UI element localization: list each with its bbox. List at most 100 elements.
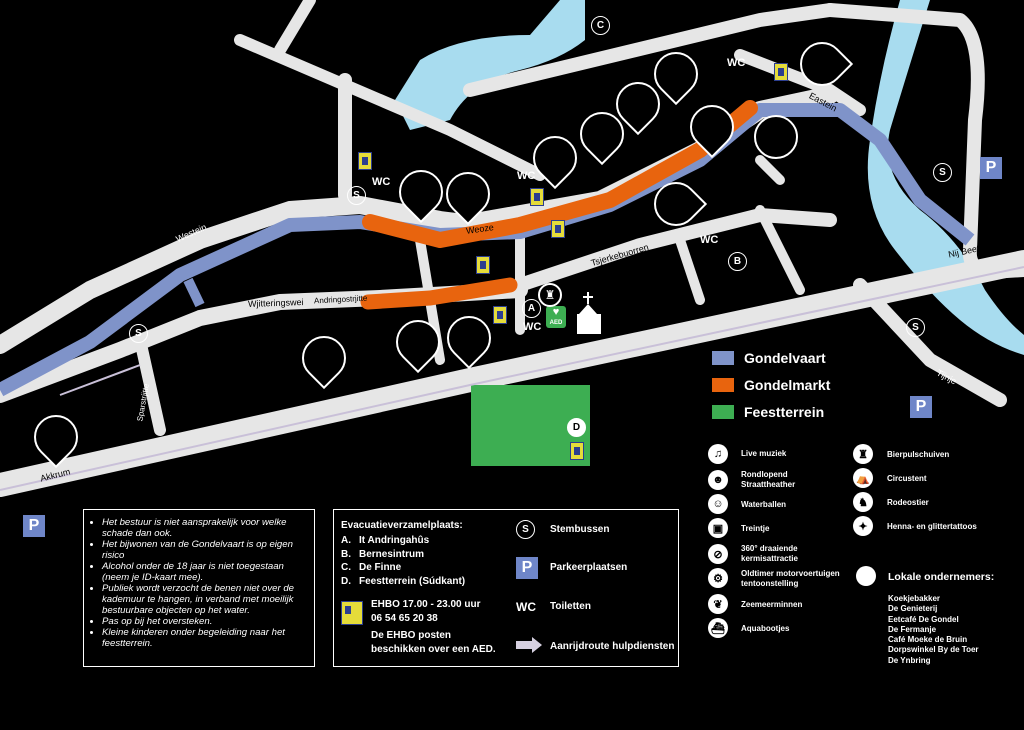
ehbo-line3: De EHBO posten (371, 630, 452, 641)
notice-item: Alcohol onder de 18 jaar is niet toegest… (102, 561, 308, 583)
theater-icon: ☻ (708, 470, 728, 490)
street-label-wjitteringswei: Wjitteringswei (247, 297, 304, 309)
evac-marker-d: D (567, 418, 586, 437)
evacuation-title: Evacuatieverzamelplaats: (341, 520, 463, 531)
tattoo-icon: ✦ (853, 516, 873, 536)
entrepreneur-item: De Fermanje (888, 624, 937, 634)
evac-marker-a: A (522, 299, 541, 318)
ehbo-marker-4 (476, 256, 490, 274)
road-cross-4 (755, 205, 805, 295)
motorcycle-icon: ⚙ (708, 568, 728, 588)
poi-legend-right: ♜ Bierpulschuiven ⛺ Circustent ♞ Rodeost… (853, 444, 1003, 544)
road-main-south (0, 250, 1024, 497)
notice-item: Het bijwonen van de Gondelvaart is op ei… (102, 539, 308, 561)
entrepreneur-item: Café Moeke de Bruin (888, 635, 968, 645)
evacuation-item: A.It Andringahûs (341, 535, 430, 546)
ehbo-text: EHBO 17.00 - 23.00 uur 06 54 65 20 38 De… (371, 598, 496, 656)
gondelmarkt-swatch (712, 378, 734, 392)
rodeo-bull-icon: ♞ (853, 492, 873, 512)
road-east-loop (823, 3, 1024, 279)
feestterrein-swatch (712, 405, 734, 419)
entrepreneur-item: Koekjebakker (888, 594, 941, 603)
entrepreneur-item: Eetcafé De Gondel (888, 614, 959, 624)
parking-marker-1: P (980, 157, 1002, 179)
local-entrepreneurs-icon (856, 566, 876, 586)
ehbo-marker-7 (570, 442, 584, 460)
aanrijdroute-lines (0, 266, 1024, 491)
arrow-head-icon (532, 637, 542, 653)
evacuation-item: D.Feestterrein (Súdkant) (341, 575, 466, 587)
poi-label-waterball: Waterballen (741, 500, 787, 509)
ehbo-marker-5 (493, 306, 507, 324)
notice-list: Het bestuur is niet aansprakelijk voor w… (90, 517, 308, 649)
poi-label-tattoo: Henna- en glittertattoos (887, 522, 977, 531)
road-north-left (274, 0, 316, 56)
evac-marker-b: B (728, 252, 747, 271)
carousel-360-icon: ⊘ (708, 544, 728, 564)
wc-marker-4: WC (700, 234, 719, 246)
beer-icon: ♜ (853, 444, 873, 464)
notice-item: Kleine kinderen onder begeleiding naar h… (102, 627, 308, 649)
ehbo-marker-1 (358, 152, 372, 170)
poi-label-carousel: 360° draaiende kermisattractie (741, 544, 798, 563)
arrow-icon (516, 641, 532, 649)
aed-marker: AED ♥ (546, 306, 566, 328)
parking-marker-3: P (23, 515, 45, 537)
poi-label-motorcycle: Oldtimer motorvoertuigen tentoonstelling (741, 569, 840, 588)
entrepreneur-item: Dorpswinkel By de Toer (888, 645, 979, 655)
notice-item: Publiek wordt verzocht de benen niet ove… (102, 583, 308, 616)
ehbo-marker-6 (774, 63, 788, 81)
road-tsjerkebuorren (513, 208, 837, 292)
stembus-marker-1: S (347, 186, 366, 205)
poi-label-boat: Aquabootjes (741, 624, 790, 633)
wc-marker-1: WC (372, 176, 391, 188)
wc-marker-5: WC (523, 321, 542, 333)
ehbo-line1: EHBO 17.00 - 23.00 uur (371, 599, 481, 610)
gondelvaart-swatch (712, 351, 734, 365)
train-icon: ▣ (708, 518, 728, 538)
poi-label-beer: Bierpulschuiven (887, 450, 950, 459)
poi-legend-left: ♫ Live muziek ☻ Rondlopend Straattheathe… (708, 444, 848, 644)
legend-gondelmarkt-label: Gondelmarkt (744, 377, 831, 393)
road-cross-5 (755, 155, 785, 185)
stembus-marker-4: S (906, 318, 925, 337)
legend-feestterrein-label: Feestterrein (744, 404, 825, 420)
wc-legend-icon: WC (516, 600, 536, 614)
wc-marker-2: WC (517, 170, 536, 182)
aanrijdroute-label: Aanrijdroute hulpdiensten (550, 641, 675, 652)
parking-marker-2: P (910, 396, 932, 418)
church-icon (573, 292, 605, 334)
canal-water (395, 0, 585, 130)
road-sparstrjitte (134, 334, 166, 436)
info-box: Evacuatieverzamelplaats: A.It Andringahû… (333, 509, 679, 667)
ehbo-marker-2 (530, 188, 544, 206)
stembus-marker-2: S (129, 324, 148, 343)
poi-label-music: Live muziek (741, 449, 787, 458)
toiletten-label: Toiletten (550, 601, 591, 612)
waterball-icon: ☺ (708, 494, 728, 514)
parkeerplaatsen-label: Parkeerplaatsen (550, 562, 628, 573)
music-icon: ♫ (708, 444, 728, 464)
local-entrepreneurs-title: Lokale ondernemers: (888, 571, 995, 583)
gondelmarkt-andringostrjitte (360, 277, 518, 310)
local-entrepreneurs-list: Koekjebakker De Genieterij Eetcafé De Go… (888, 594, 979, 666)
circus-icon: ⛺ (853, 468, 873, 488)
parking-legend-icon: P (516, 557, 538, 579)
stembus-marker-3: S (933, 163, 952, 182)
poi-label-circus: Circustent (887, 474, 927, 483)
evacuation-item: B.Bernesintrum (341, 548, 425, 560)
poi-label-rodeo: Rodeostier (887, 498, 929, 507)
road-north-east (463, 3, 837, 97)
ehbo-legend-icon (341, 601, 363, 625)
evac-marker-c: C (591, 16, 610, 35)
ehbo-line4: beschikken over een AED. (371, 643, 496, 655)
notice-item: Het bestuur is niet aansprakelijk voor w… (102, 517, 308, 539)
wc-marker-3: WC (727, 57, 746, 69)
beer-map-icon: ♜ (538, 283, 562, 307)
entrepreneur-item: De Ynbring (888, 655, 931, 665)
road-eastein (734, 49, 866, 116)
road-north-diag (234, 34, 546, 181)
evacuation-list: A.It Andringahûs B.Bernesintrum C.De Fin… (341, 534, 465, 588)
entrepreneur-item: De Genieterij (888, 604, 938, 614)
ehbo-line2: 06 54 65 20 38 (371, 612, 438, 624)
